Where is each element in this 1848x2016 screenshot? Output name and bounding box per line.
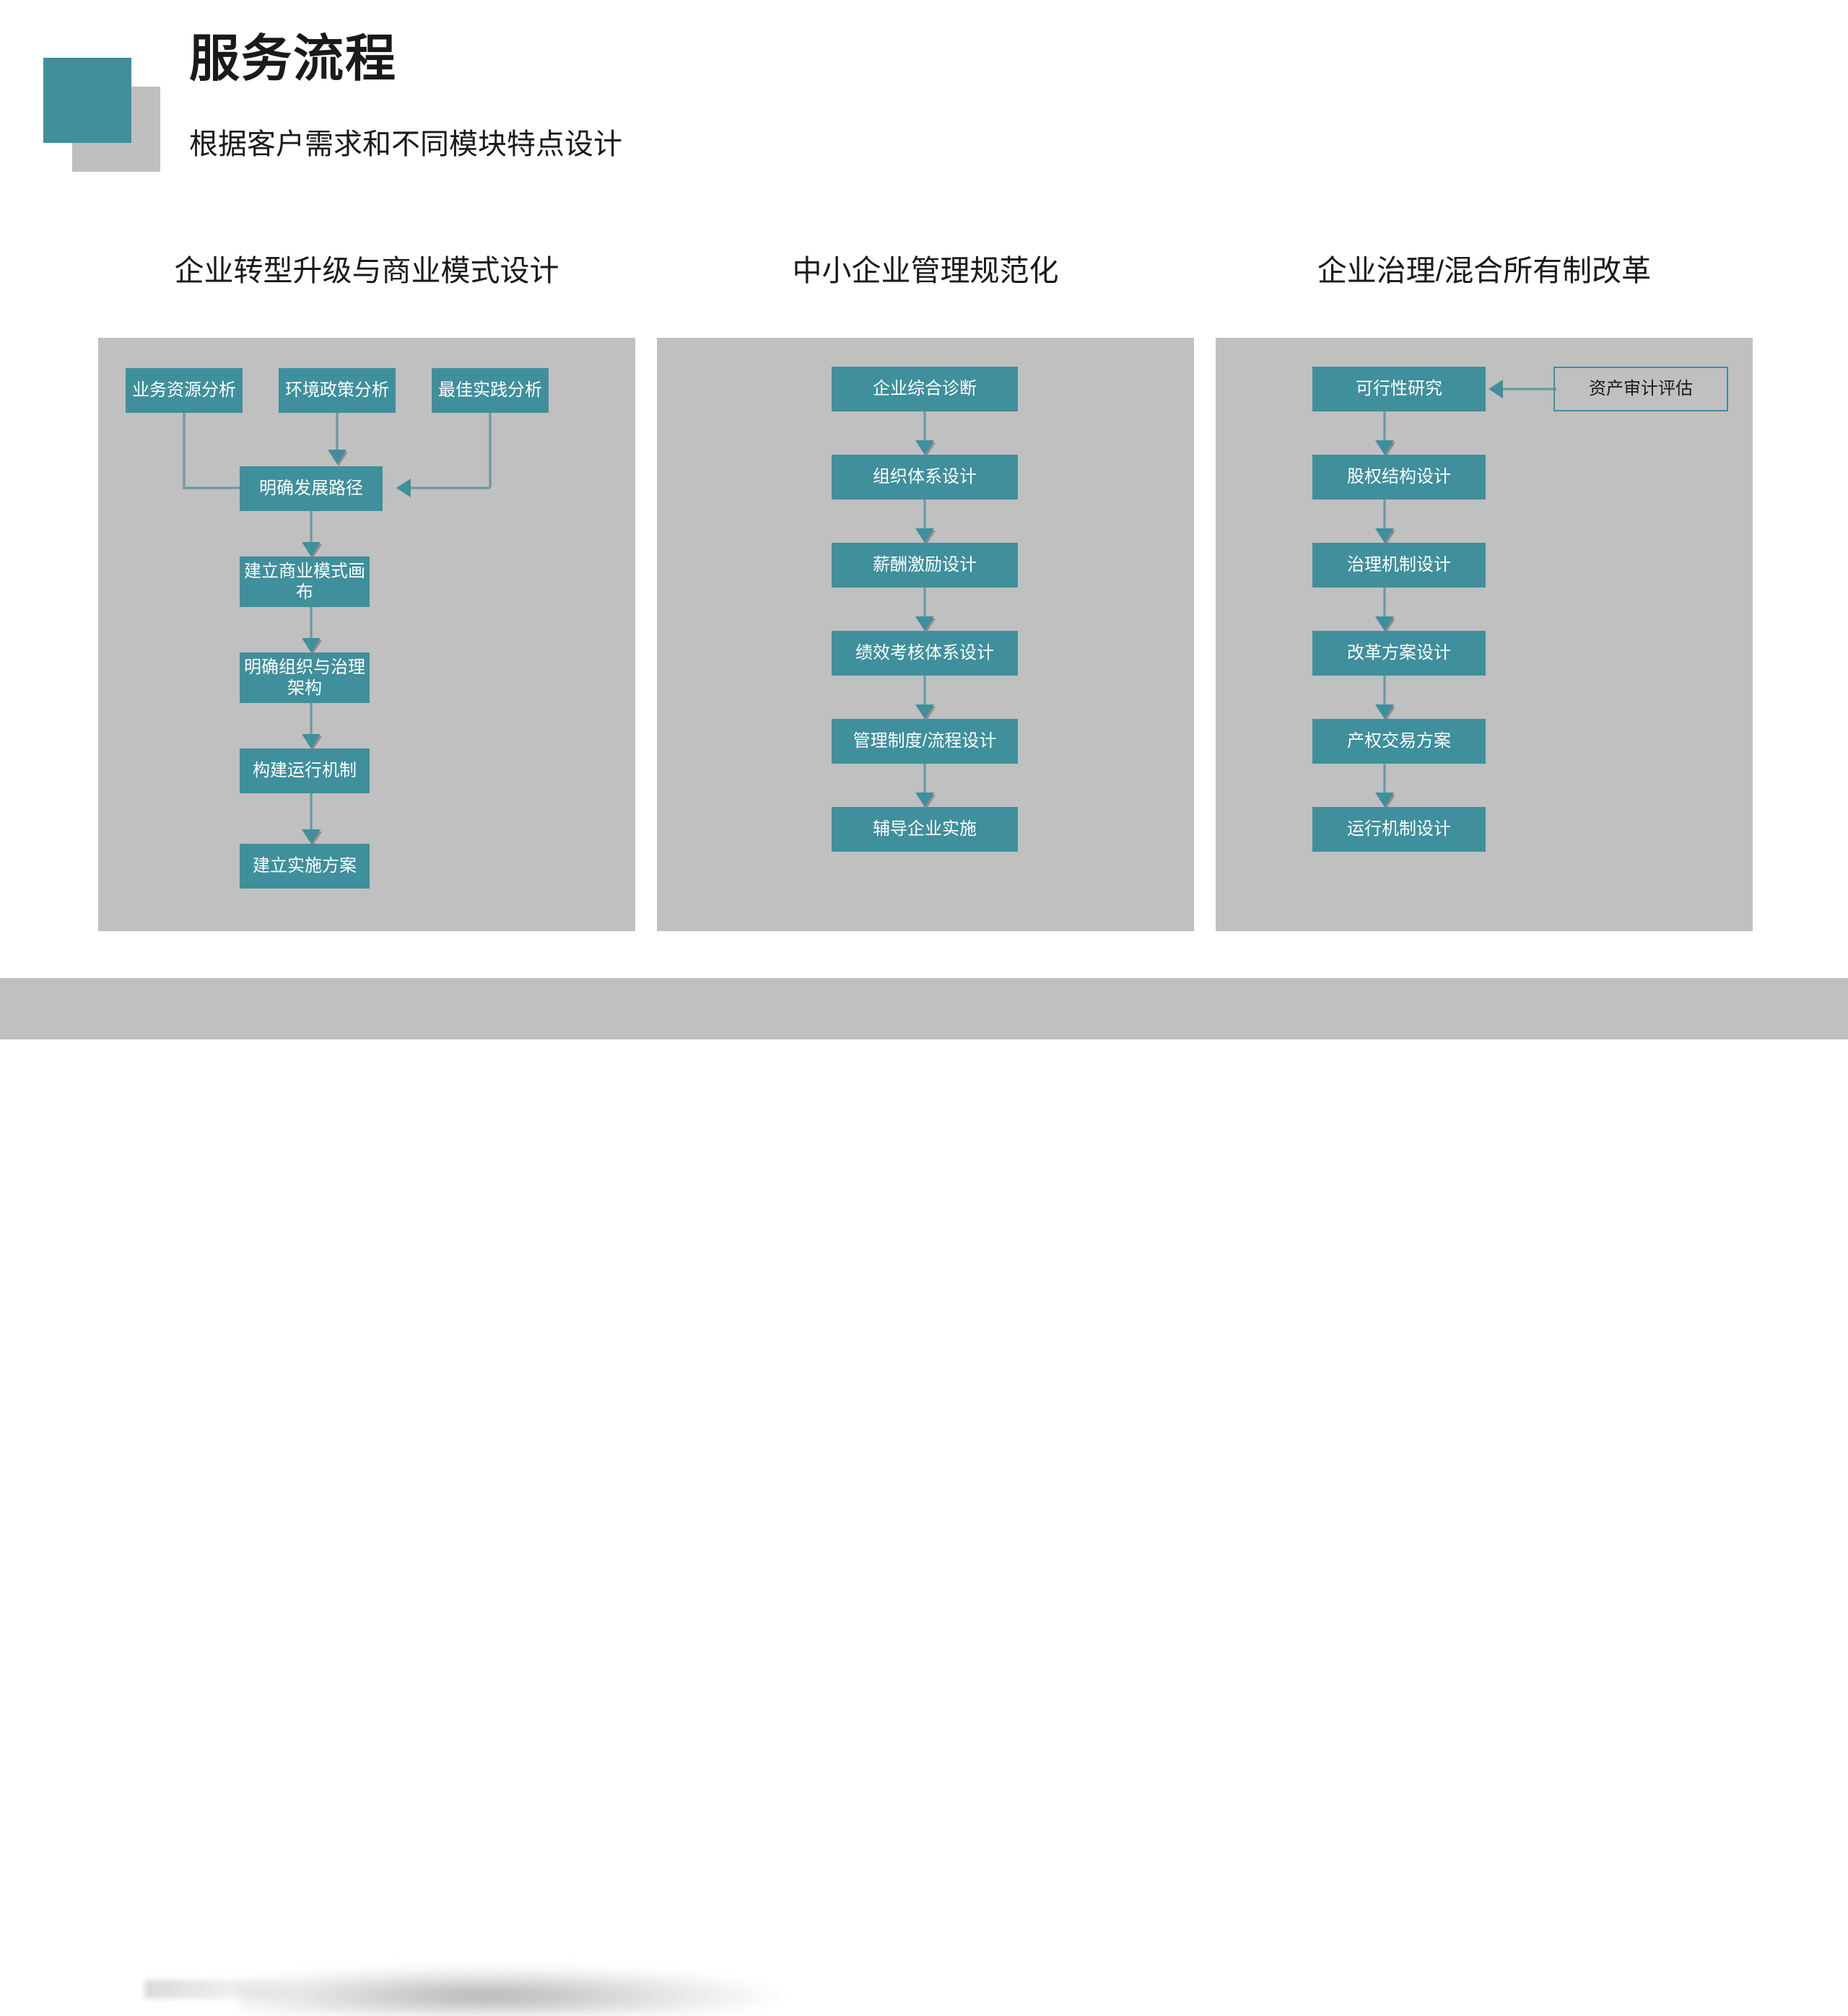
flow-node[interactable]: 管理制度/流程设计 bbox=[832, 719, 1018, 764]
arrowhead-down-icon bbox=[328, 450, 346, 464]
arrowhead-left-icon bbox=[1489, 380, 1503, 398]
connector-vertical bbox=[923, 411, 926, 446]
connector-vertical bbox=[310, 703, 313, 740]
connector-vertical bbox=[923, 588, 926, 622]
flow-node[interactable]: 建立商业模式画布 bbox=[240, 557, 370, 607]
connector-elbow-vertical bbox=[183, 413, 186, 488]
column-panel: 可行性研究 资产审计评估 股权结构设计 治理机制设计 改革方案设计 产权交易方案… bbox=[1216, 338, 1753, 931]
column-panel: 企业综合诊断 组织体系设计 薪酬激励设计 绩效考核体系设计 管理制度/流程设计 … bbox=[657, 338, 1194, 931]
connector-vertical bbox=[310, 511, 313, 548]
connector-vertical bbox=[336, 413, 339, 453]
arrowhead-down-icon bbox=[302, 734, 321, 749]
page-title: 服务流程 bbox=[189, 30, 397, 87]
arrowhead-down-icon bbox=[302, 829, 321, 844]
connector-vertical bbox=[1383, 499, 1386, 534]
flow-node[interactable]: 股权结构设计 bbox=[1312, 455, 1486, 499]
arrowhead-down-icon bbox=[1375, 616, 1394, 631]
connector-elbow-horizontal bbox=[405, 486, 490, 489]
flow-node[interactable]: 治理机制设计 bbox=[1312, 543, 1486, 588]
flow-node[interactable]: 产权交易方案 bbox=[1312, 719, 1486, 764]
connector-vertical bbox=[1383, 676, 1386, 710]
flow-node[interactable]: 建立实施方案 bbox=[240, 844, 370, 889]
flow-node[interactable]: 明确组织与治理架构 bbox=[240, 653, 370, 703]
flow-node[interactable]: 业务资源分析 bbox=[126, 368, 243, 413]
footer-blurred-text bbox=[144, 1980, 303, 1999]
flow-node[interactable]: 辅导企业实施 bbox=[832, 807, 1018, 852]
connector-elbow-vertical bbox=[489, 413, 492, 488]
arrowhead-left-icon bbox=[396, 479, 411, 497]
connector-vertical bbox=[1383, 411, 1386, 446]
connector-elbow-horizontal bbox=[183, 486, 269, 489]
flow-node[interactable]: 组织体系设计 bbox=[832, 455, 1018, 499]
arrowhead-down-icon bbox=[1375, 440, 1394, 455]
column-title: 企业治理/混合所有制改革 bbox=[1317, 254, 1652, 287]
connector-vertical bbox=[1383, 764, 1386, 798]
arrowhead-down-icon bbox=[1375, 793, 1394, 807]
connector-vertical bbox=[923, 676, 926, 710]
arrowhead-down-icon bbox=[915, 528, 934, 543]
connector-vertical bbox=[310, 793, 313, 835]
arrowhead-down-icon bbox=[915, 440, 934, 455]
arrowhead-down-icon bbox=[1375, 704, 1394, 719]
connector-vertical bbox=[1383, 588, 1386, 622]
arrowhead-down-icon bbox=[915, 616, 934, 631]
connector-vertical bbox=[923, 499, 926, 534]
flow-node[interactable]: 构建运行机制 bbox=[240, 749, 370, 793]
page-subtitle: 根据客户需求和不同模块特点设计 bbox=[189, 128, 622, 160]
header-decoration-teal-square bbox=[43, 58, 131, 143]
flow-node-outline[interactable]: 资产审计评估 bbox=[1553, 367, 1728, 411]
flow-node[interactable]: 企业综合诊断 bbox=[832, 367, 1018, 411]
connector-horizontal bbox=[1503, 388, 1556, 390]
footer-blurred-content bbox=[238, 1965, 787, 2016]
flow-node[interactable]: 运行机制设计 bbox=[1312, 807, 1486, 852]
connector-vertical bbox=[923, 764, 926, 798]
column-panel: 业务资源分析 环境政策分析 最佳实践分析 明确发展路径 建立商业模式画布 明确组… bbox=[98, 338, 635, 931]
arrowhead-down-icon bbox=[915, 793, 934, 807]
arrowhead-down-icon bbox=[1375, 528, 1394, 543]
flow-node[interactable]: 薪酬激励设计 bbox=[832, 543, 1018, 588]
connector-vertical bbox=[310, 607, 313, 644]
arrowhead-down-icon bbox=[915, 704, 934, 719]
arrowhead-down-icon bbox=[302, 638, 321, 653]
arrowhead-down-icon bbox=[302, 542, 321, 557]
footer-band bbox=[0, 978, 1848, 2016]
column-title: 中小企业管理规范化 bbox=[792, 254, 1059, 287]
column-title: 企业转型升级与商业模式设计 bbox=[174, 254, 559, 287]
flow-node[interactable]: 绩效考核体系设计 bbox=[832, 631, 1018, 676]
flow-node[interactable]: 最佳实践分析 bbox=[432, 368, 549, 413]
flow-node[interactable]: 改革方案设计 bbox=[1312, 631, 1486, 676]
flow-node[interactable]: 明确发展路径 bbox=[240, 466, 383, 511]
flow-node[interactable]: 环境政策分析 bbox=[279, 368, 396, 413]
flow-node[interactable]: 可行性研究 bbox=[1312, 367, 1486, 411]
